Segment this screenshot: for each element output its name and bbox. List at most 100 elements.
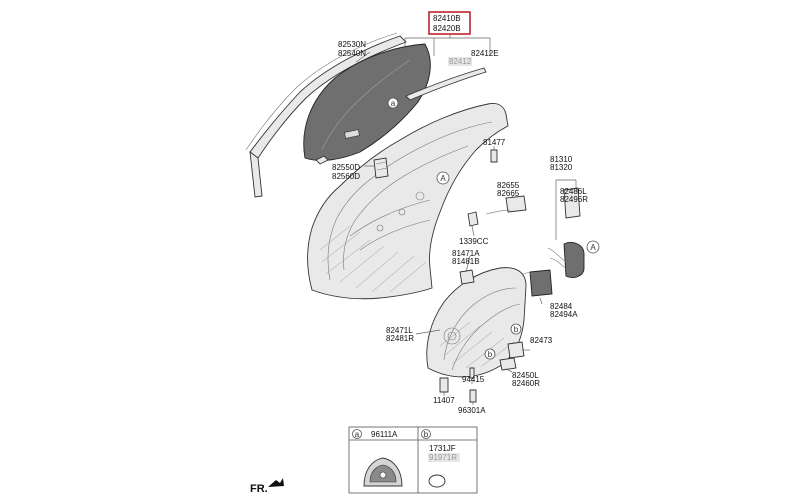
glass-clip bbox=[344, 129, 360, 139]
mirror-bracket bbox=[373, 157, 389, 179]
regulator-motor bbox=[499, 357, 517, 371]
callout-A-frame[interactable]: A bbox=[436, 171, 450, 185]
callout-b-bracket[interactable]: b bbox=[510, 323, 522, 335]
latch-leader bbox=[555, 179, 577, 240]
callout-A-latch[interactable]: A bbox=[586, 240, 600, 254]
regulator-bracket bbox=[459, 269, 475, 285]
frame-hole-1 bbox=[415, 191, 425, 201]
leader-82450l bbox=[507, 369, 513, 373]
clip-96301a bbox=[469, 389, 477, 403]
frame-inner-contour-1 bbox=[327, 121, 493, 281]
leader-82530n bbox=[355, 51, 371, 63]
regulator-motor-hub bbox=[447, 331, 457, 341]
label-82412e[interactable]: 82412E bbox=[471, 49, 499, 58]
label-82473[interactable]: 82473 bbox=[530, 336, 553, 345]
callout-A-frame-text: A bbox=[440, 174, 446, 183]
callout-a-glass-text: a bbox=[391, 99, 396, 108]
leader-81471a bbox=[465, 255, 471, 273]
door-inner-frame bbox=[307, 103, 509, 300]
legend-a-code[interactable]: 96111A bbox=[371, 430, 398, 439]
outer-weatherstrip bbox=[405, 67, 487, 101]
label-82484[interactable]: 82484 bbox=[550, 302, 573, 311]
label-82560d[interactable]: 82560D bbox=[332, 172, 360, 181]
legend-table: a 96111A b 1731JF 91971R bbox=[348, 426, 478, 494]
leader-1339cc bbox=[471, 225, 475, 237]
label-81481b[interactable]: 81481B bbox=[452, 257, 480, 266]
latch-cables bbox=[547, 247, 569, 271]
label-82412-overlay: 82412 bbox=[449, 57, 472, 66]
highlighted-part-box[interactable]: 82410B 82420B bbox=[428, 11, 471, 35]
legend-b-header: b bbox=[421, 429, 431, 439]
front-label: FR. bbox=[250, 483, 268, 495]
callout-b-bracket-text: b bbox=[514, 325, 519, 334]
callout-b-regulator[interactable]: b bbox=[484, 348, 496, 360]
label-94415[interactable]: 94415 bbox=[462, 375, 485, 384]
leader-82655 bbox=[511, 195, 515, 199]
label-1339cc[interactable]: 1339CC bbox=[459, 237, 489, 246]
glass-highlight-line bbox=[321, 59, 411, 151]
frame-inner-contour-2 bbox=[343, 145, 469, 271]
frame-reinforcement bbox=[349, 199, 431, 251]
legend-a-letter: a bbox=[355, 430, 360, 439]
screw-1339cc bbox=[467, 211, 479, 227]
label-82540n[interactable]: 82540N bbox=[338, 49, 366, 58]
glass-run-edge bbox=[245, 32, 398, 151]
label-81471a[interactable]: 81471A bbox=[452, 249, 480, 258]
legend-b-code[interactable]: 1731JF bbox=[429, 444, 456, 453]
label-82665[interactable]: 82665 bbox=[497, 189, 520, 198]
highlighted-part-line1[interactable]: 82410B bbox=[433, 14, 461, 23]
callout-A-latch-text: A bbox=[590, 243, 596, 252]
frame-hole-2 bbox=[398, 208, 406, 216]
weatherstrip-end bbox=[315, 155, 329, 165]
regulator-motor-mount bbox=[443, 327, 461, 345]
legend-b-code-gray[interactable]: 91971R bbox=[429, 453, 457, 462]
label-11407[interactable]: 11407 bbox=[433, 396, 455, 405]
label-82550d[interactable]: 82550D bbox=[332, 163, 360, 172]
label-glass[interactable]: 82530N 82540N bbox=[338, 40, 366, 58]
label-81310[interactable]: 81310 bbox=[550, 155, 573, 164]
label-82460r[interactable]: 82460R bbox=[512, 379, 540, 388]
bolt-11407 bbox=[439, 377, 449, 393]
label-81477[interactable]: 81477 bbox=[483, 138, 506, 147]
label-81320[interactable]: 81320 bbox=[550, 163, 573, 172]
label-82450l[interactable]: 82450L bbox=[512, 371, 539, 380]
legend-b-letter: b bbox=[424, 430, 429, 439]
grommet-icon bbox=[428, 474, 446, 488]
legend-a-header: a 96111A bbox=[352, 429, 398, 439]
label-82471l[interactable]: 82471L bbox=[386, 326, 413, 335]
door-glass bbox=[303, 43, 431, 161]
label-82481r[interactable]: 82481R bbox=[386, 334, 414, 343]
speaker-grille-icon bbox=[363, 457, 403, 487]
label-82486l[interactable]: 82486L bbox=[560, 187, 587, 196]
mirror-bracket-ribs bbox=[375, 161, 388, 171]
leader-82471l bbox=[415, 329, 441, 335]
glass-run-upper-strip bbox=[249, 35, 407, 159]
glass-run-vertical-strip bbox=[249, 151, 263, 198]
callout-b-regulator-text: b bbox=[488, 350, 493, 359]
highlighted-part-line2[interactable]: 82420B bbox=[433, 24, 461, 33]
regulator-hatching bbox=[439, 321, 515, 369]
regulator-rail-2 bbox=[451, 303, 521, 371]
front-direction-indicator: FR. bbox=[250, 478, 284, 495]
bracket-82473 bbox=[507, 341, 525, 359]
front-arrow-icon bbox=[268, 478, 284, 487]
screw-94415 bbox=[469, 367, 475, 379]
door-check-cable-line bbox=[485, 209, 511, 215]
label-96301a[interactable]: 96301A bbox=[458, 406, 486, 415]
latch-assembly bbox=[563, 242, 585, 279]
outside-handle bbox=[529, 269, 553, 297]
label-82496r[interactable]: 82496R bbox=[560, 195, 588, 204]
label-82655[interactable]: 82655 bbox=[497, 181, 520, 190]
callout-a-glass[interactable]: a bbox=[387, 97, 399, 109]
frame-hatching bbox=[319, 225, 427, 293]
frame-hole-3 bbox=[376, 224, 384, 232]
latch-bracket bbox=[563, 187, 581, 219]
gray-highlight-82412 bbox=[448, 57, 472, 66]
label-82530n[interactable]: 82530N bbox=[338, 40, 366, 49]
door-check-cable bbox=[505, 195, 527, 213]
bolt-81477 bbox=[490, 149, 498, 163]
leader-82484 bbox=[539, 297, 543, 305]
legend-b-gray-highlight bbox=[428, 453, 460, 462]
label-82494a[interactable]: 82494A bbox=[550, 310, 578, 319]
